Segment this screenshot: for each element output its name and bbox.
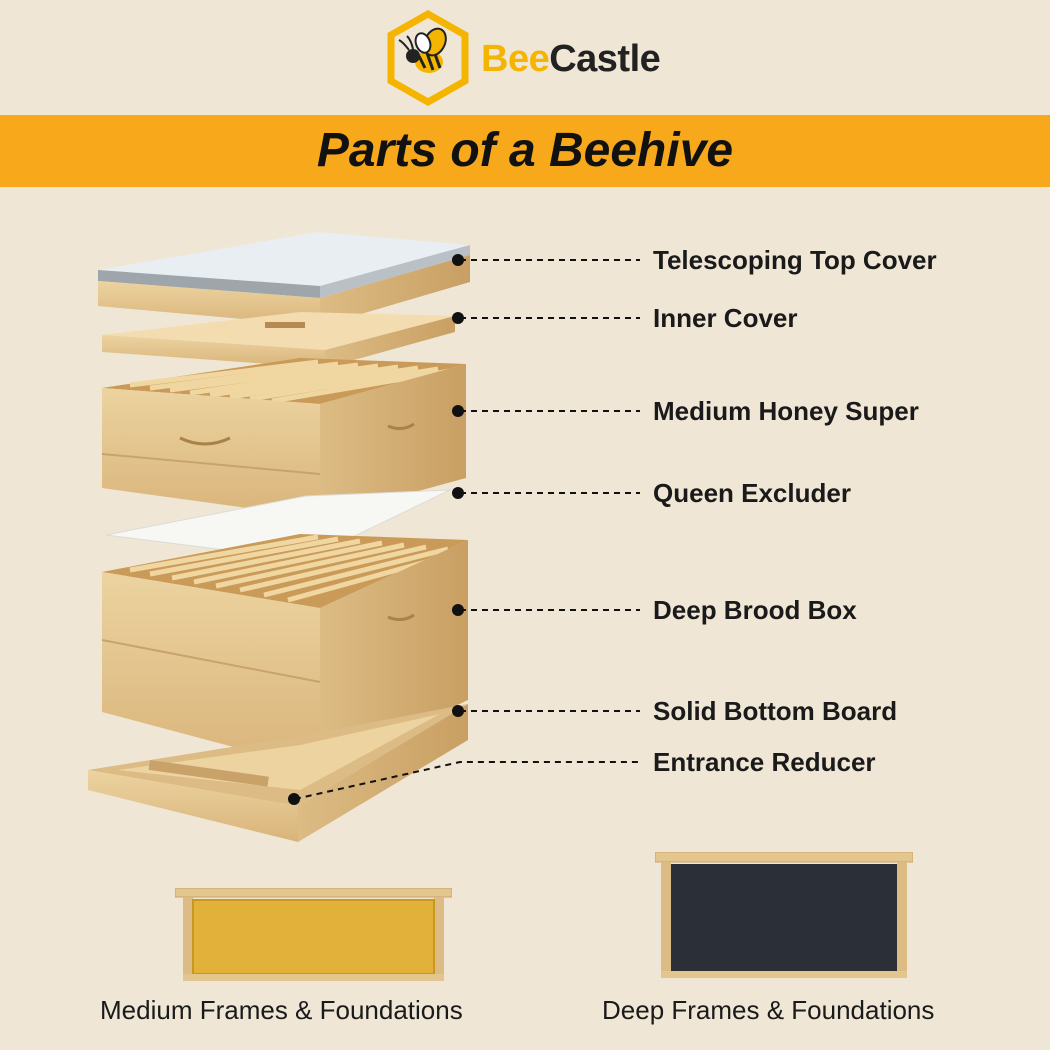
brand-logo: BeeCastle xyxy=(385,10,675,110)
bottom-board-illustration xyxy=(88,704,468,842)
brand-name: BeeCastle xyxy=(481,38,661,81)
label-telescoping-top-cover: Telescoping Top Cover xyxy=(653,245,937,275)
leader-dots xyxy=(288,254,464,805)
label-solid-bottom-board: Solid Bottom Board xyxy=(653,696,898,726)
brand-name-bee: Bee xyxy=(481,38,550,80)
bee-hexagon-logo-icon xyxy=(387,10,469,106)
caption-deep-frames: Deep Frames & Foundations xyxy=(602,995,935,1025)
label-medium-honey-super: Medium Honey Super xyxy=(653,396,919,426)
caption-medium-frames: Medium Frames & Foundations xyxy=(100,995,463,1025)
honey-super-illustration xyxy=(101,358,466,518)
label-entrance-reducer: Entrance Reducer xyxy=(653,747,876,777)
medium-frame-wax-icon xyxy=(175,888,452,981)
label-queen-excluder: Queen Excluder xyxy=(653,478,851,508)
title-banner: Parts of a Beehive xyxy=(0,115,1050,187)
label-inner-cover: Inner Cover xyxy=(653,303,798,333)
top-cover-illustration xyxy=(98,232,470,326)
page-title: Parts of a Beehive xyxy=(316,124,734,177)
beehive-illustration xyxy=(88,232,640,842)
label-deep-brood-box: Deep Brood Box xyxy=(653,595,857,625)
leader-lines xyxy=(294,259,640,800)
brand-name-castle: Castle xyxy=(549,38,661,80)
deep-frame-plastic-icon xyxy=(655,852,913,978)
inner-cover-illustration xyxy=(102,312,455,368)
